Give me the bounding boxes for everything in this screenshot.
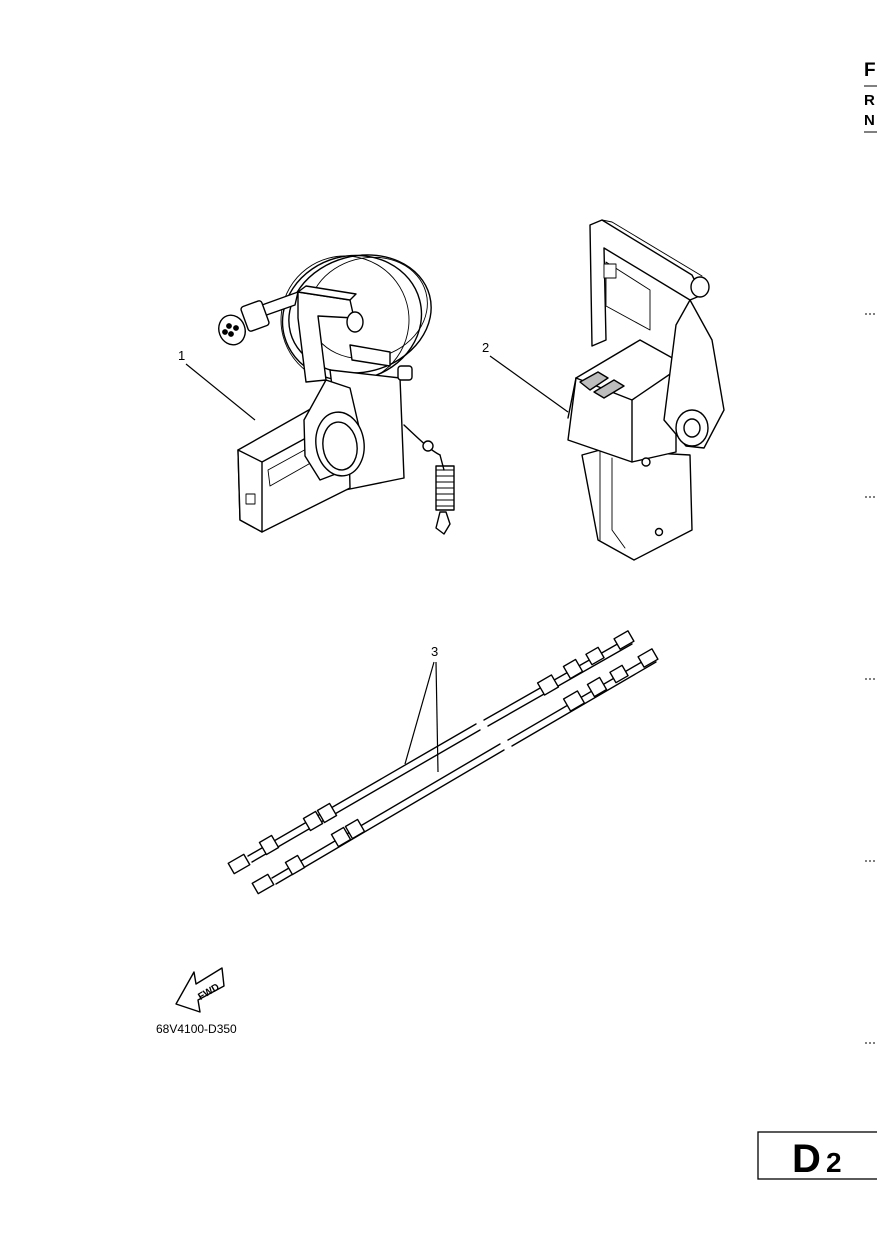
- part-2-binnacle-control: [567, 219, 725, 561]
- leader-2: [489, 355, 569, 413]
- leader-3a: [404, 661, 435, 765]
- leader-1: [185, 363, 256, 421]
- callout-2: 2: [482, 340, 489, 355]
- fwd-arrow-icon: FWD: [175, 967, 225, 1013]
- header-letter-3: N: [864, 112, 875, 129]
- page-badge: [757, 1131, 877, 1180]
- part-3-control-cables: [227, 630, 659, 895]
- part-1-remote-control-box: [218, 254, 455, 535]
- leader-3b: [435, 661, 439, 773]
- header-letter-1: F: [864, 60, 876, 81]
- callout-1: 1: [178, 348, 185, 363]
- callout-3: 3: [431, 644, 438, 659]
- page-badge-letter: D: [792, 1137, 821, 1181]
- drawing-code: 68V4100-D350: [156, 1022, 237, 1036]
- header-letter-2: R: [864, 92, 875, 109]
- page-badge-number: 2: [826, 1147, 842, 1178]
